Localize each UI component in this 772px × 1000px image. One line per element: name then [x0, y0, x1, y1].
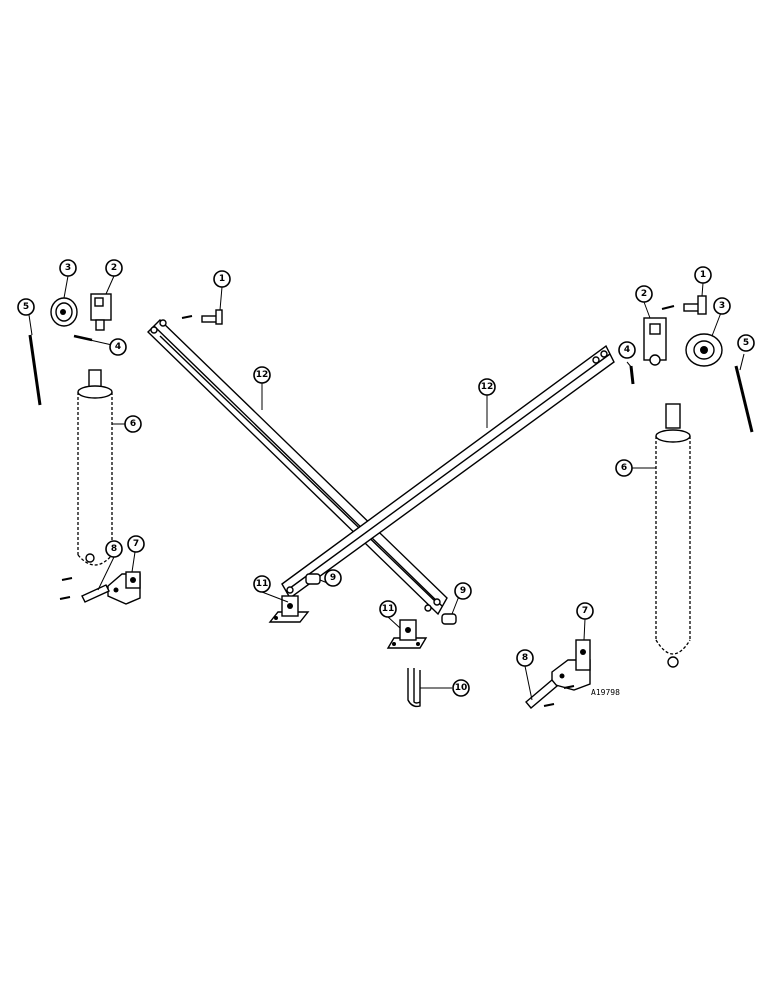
callout-label: 4: [624, 345, 630, 355]
callout-label: 9: [330, 573, 336, 583]
right-base-bracket: [551, 639, 591, 691]
callout-label: 2: [641, 289, 647, 299]
right-clevis: [643, 317, 667, 366]
callout-label: 7: [133, 539, 139, 549]
callout-5-left: 5: [17, 298, 35, 316]
left-base-bracket: [107, 571, 141, 605]
callout-2-left: 2: [105, 259, 123, 277]
callout-label: 8: [522, 653, 528, 663]
callout-8-left: 8: [105, 540, 123, 558]
callout-12-right: 12: [478, 378, 496, 396]
left-pin-small: [73, 334, 93, 342]
callout-4-right: 4: [618, 341, 636, 359]
callout-9-right: 9: [454, 582, 472, 600]
figure-reference: A19798: [591, 688, 620, 697]
center-spacer-right: [441, 613, 457, 625]
callout-4-left: 4: [109, 338, 127, 356]
callout-label: 5: [743, 338, 749, 348]
center-bracket-left: [268, 595, 310, 623]
right-cylinder: [655, 403, 691, 668]
callout-2-right: 2: [635, 285, 653, 303]
callout-label: 12: [256, 370, 269, 380]
center-spacer-left: [305, 573, 321, 585]
left-pin-large: [59, 577, 110, 603]
callout-label: 12: [481, 382, 494, 392]
cross-brace-left: [147, 319, 448, 616]
callout-label: 10: [455, 683, 468, 693]
callout-label: 3: [65, 263, 71, 273]
callout-11-left: 11: [253, 575, 271, 593]
callout-label: 1: [700, 270, 706, 280]
callout-11-right: 11: [379, 600, 397, 618]
callout-label: 11: [382, 604, 395, 614]
callout-label: 1: [219, 274, 225, 284]
callout-3-left: 3: [59, 259, 77, 277]
callout-label: 9: [460, 586, 466, 596]
callout-8-right: 8: [516, 649, 534, 667]
callout-10: 10: [452, 679, 470, 697]
callout-label: 11: [256, 579, 269, 589]
right-cable: [734, 365, 754, 433]
callout-6-right: 6: [615, 459, 633, 477]
callout-5-right: 5: [737, 334, 755, 352]
callout-label: 5: [23, 302, 29, 312]
right-pin-large: [525, 679, 575, 709]
left-sheave: [50, 297, 78, 327]
callout-1-right: 1: [694, 266, 712, 284]
center-bolt: [181, 309, 223, 325]
callout-label: 7: [582, 606, 588, 616]
left-cylinder: [77, 369, 113, 566]
callout-9-left: 9: [324, 569, 342, 587]
callout-label: 6: [130, 419, 136, 429]
left-cable: [28, 334, 42, 406]
callout-label: 8: [111, 544, 117, 554]
callout-7-right: 7: [576, 602, 594, 620]
u-bolt: [407, 668, 421, 708]
right-sheave: [685, 333, 723, 367]
right-bolt: [661, 295, 707, 315]
cross-brace-right: [281, 344, 615, 600]
callout-1-center: 1: [213, 270, 231, 288]
callout-label: 6: [621, 463, 627, 473]
callout-7-left: 7: [127, 535, 145, 553]
left-clevis: [90, 293, 112, 331]
callout-label: 4: [115, 342, 121, 352]
right-pin-small: [629, 365, 635, 385]
leader-lines: [28, 275, 745, 701]
center-bracket-right: [386, 619, 428, 649]
callout-3-right: 3: [713, 297, 731, 315]
callout-label: 2: [111, 263, 117, 273]
callout-label: 3: [719, 301, 725, 311]
callout-12-left: 12: [253, 366, 271, 384]
callout-6-left: 6: [124, 415, 142, 433]
